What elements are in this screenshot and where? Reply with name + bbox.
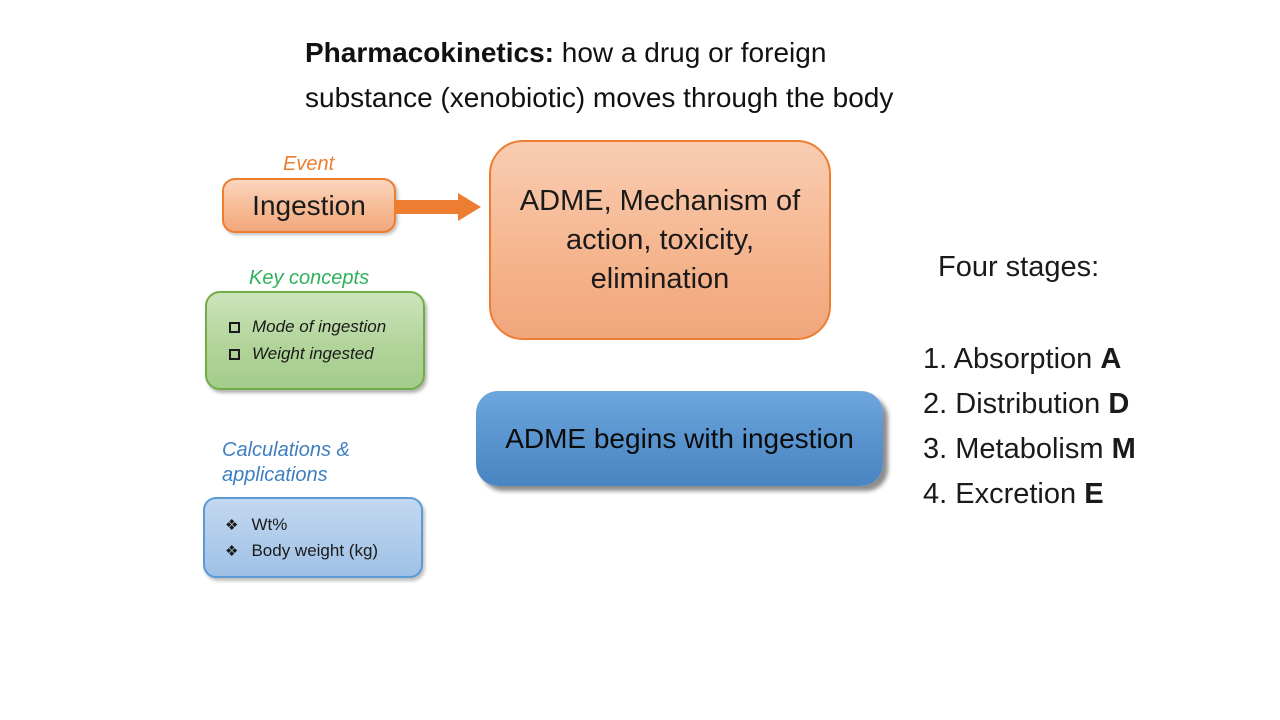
list-item: ❖ Body weight (kg): [225, 541, 413, 561]
stage-letter: D: [1108, 388, 1130, 420]
stage-name: Distribution: [955, 388, 1109, 420]
four-stages-list: 1. Absorption A 2. Distribution D 3. Met…: [923, 337, 1136, 517]
slide-title: Pharmacokinetics: how a drug or foreign …: [305, 30, 1055, 120]
flow-arrow-shaft: [394, 200, 460, 214]
title-line1-rest: how a drug or foreign: [554, 37, 827, 68]
stage-letter: M: [1111, 433, 1136, 465]
stage-number: 2.: [923, 388, 956, 420]
stage-number: 3.: [923, 433, 956, 465]
stage-letter: E: [1084, 478, 1104, 510]
ingestion-box-label: Ingestion: [252, 189, 366, 221]
slide-title-line2: substance (xenobiotic) moves through the…: [305, 82, 894, 113]
calculations-label-line2: applications: [222, 464, 328, 486]
adme-box-line2: action, toxicity,: [565, 223, 755, 256]
adme-mechanism-box: ADME, Mechanism of action, toxicity, eli…: [489, 140, 831, 340]
ingestion-box: Ingestion: [222, 178, 396, 233]
event-label: Event: [283, 153, 335, 175]
calculation-text: Body weight (kg): [251, 540, 379, 560]
adme-box-line1: ADME, Mechanism of: [519, 184, 801, 217]
title-keyword: Pharmacokinetics:: [305, 37, 554, 68]
key-concept-text: Weight ingested: [252, 344, 374, 363]
stage-name: Excretion: [955, 478, 1085, 510]
stage-item: 3. Metabolism M: [923, 427, 1136, 472]
open-square-bullet-icon: [229, 348, 240, 360]
list-item: Mode of ingestion: [229, 317, 415, 337]
stage-letter: A: [1100, 343, 1122, 375]
calculations-box: ❖ Wt% ❖ Body weight (kg): [203, 497, 423, 578]
stage-item: 2. Distribution D: [923, 382, 1136, 427]
four-diamond-bullet-icon: ❖: [225, 516, 239, 534]
adme-box-line3: elimination: [590, 262, 730, 295]
list-item: Weight ingested: [229, 344, 415, 364]
stage-name: Metabolism: [955, 433, 1112, 465]
stage-number: 1.: [923, 343, 954, 375]
flow-arrow-icon: [458, 193, 481, 221]
open-square-bullet-icon: [229, 321, 240, 333]
key-concepts-box: Mode of ingestion Weight ingested: [205, 291, 425, 390]
adme-begins-banner: ADME begins with ingestion: [476, 391, 883, 486]
four-diamond-bullet-icon: ❖: [225, 542, 239, 560]
list-item: ❖ Wt%: [225, 515, 413, 535]
stage-name: Absorption: [953, 343, 1101, 375]
slide-title-line1: Pharmacokinetics: how a drug or foreign: [305, 30, 1055, 75]
stage-item: 4. Excretion E: [923, 472, 1136, 517]
key-concept-text: Mode of ingestion: [252, 317, 387, 336]
four-stages-heading: Four stages:: [938, 251, 1100, 283]
adme-begins-text: ADME begins with ingestion: [505, 422, 854, 454]
calculation-text: Wt%: [251, 514, 288, 534]
stage-number: 4.: [923, 478, 956, 510]
key-concepts-label: Key concepts: [249, 267, 370, 289]
stage-item: 1. Absorption A: [923, 337, 1136, 382]
calculations-label-line1: Calculations &: [222, 439, 350, 461]
calculations-label: Calculations & applications: [222, 438, 350, 488]
